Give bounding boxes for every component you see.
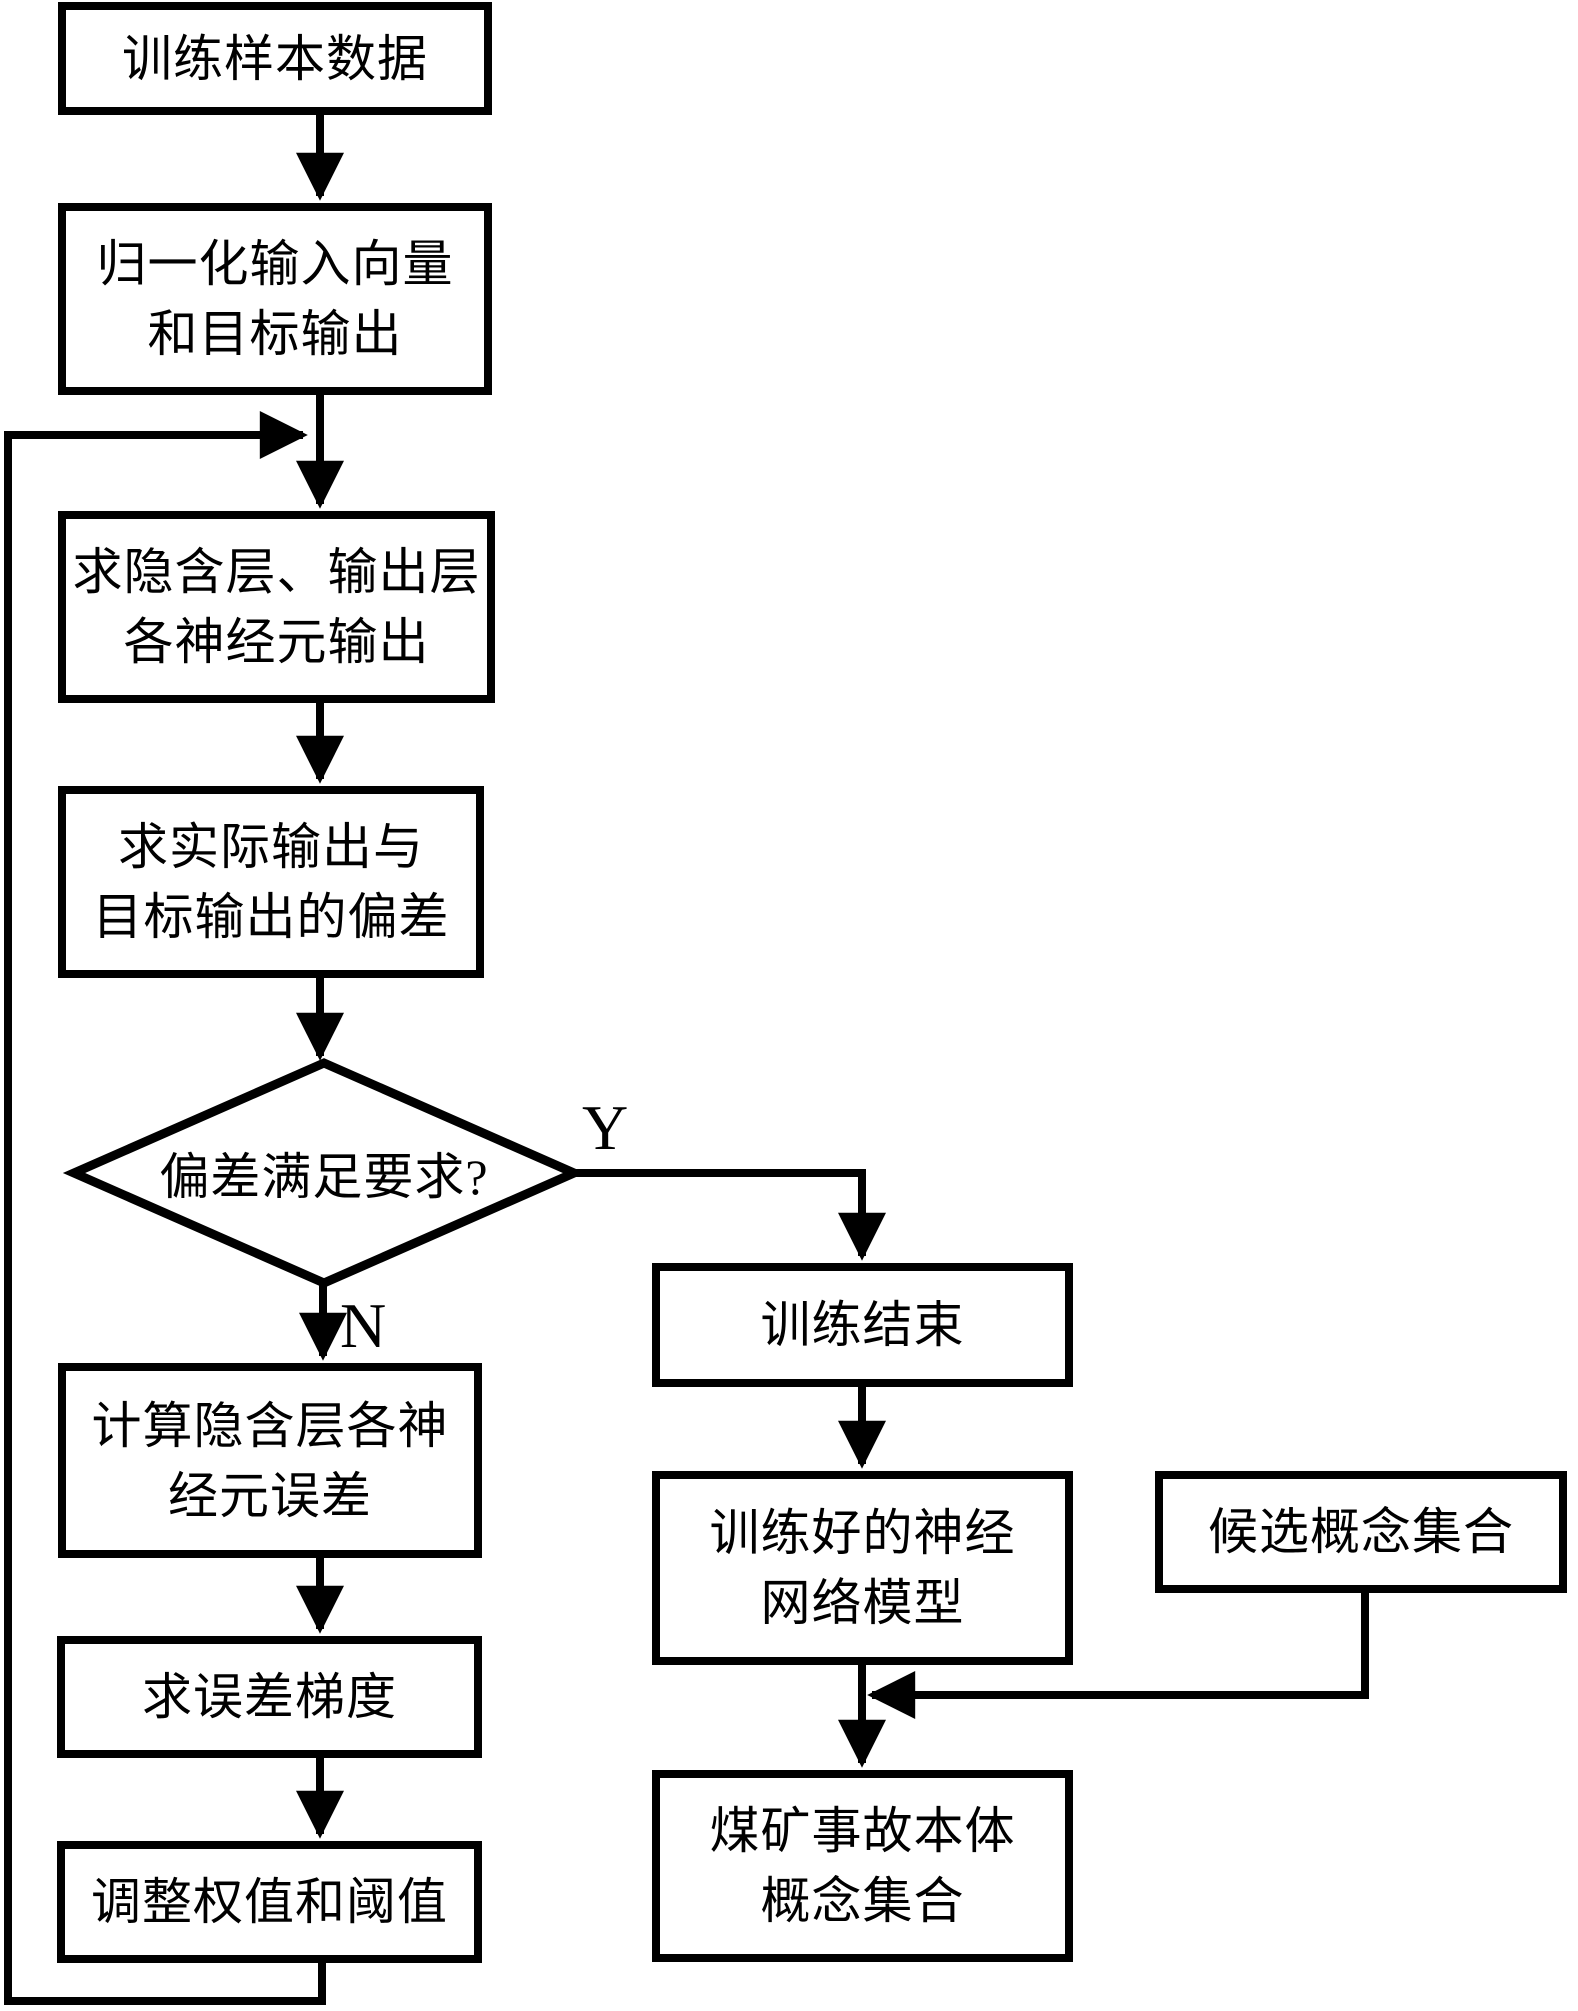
node-ontology-set: 煤矿事故本体 概念集合 [652,1770,1073,1962]
node-train-end-label: 训练结束 [760,1297,965,1353]
decision-diamond [62,1058,586,1288]
decision-label: 偏差满足要求? [159,1149,489,1205]
node-train-data-label: 训练样本数据 [122,30,428,87]
node-train-end: 训练结束 [652,1263,1073,1387]
node-adjust-weights: 调整权值和阈值 [57,1841,482,1963]
node-ontology-set-line2: 概念集合 [760,1873,965,1929]
node-hidden-error-line2: 经元误差 [168,1467,372,1524]
node-gradient-label: 求误差梯度 [142,1669,397,1725]
node-normalize: 归一化输入向量 和目标输出 [58,203,492,395]
node-gradient: 求误差梯度 [57,1636,482,1758]
feedback-loop-arrow [4,411,326,2005]
node-hidden-error: 计算隐含层各神 经元误差 [58,1363,482,1558]
node-adjust-weights-label: 调整权值和阈值 [91,1874,448,1930]
node-forward-output: 求隐含层、输出层 各神经元输出 [58,511,495,703]
node-hidden-error-line1: 计算隐含层各神 [91,1397,449,1454]
node-forward-line2: 各神经元输出 [123,614,430,670]
node-trained-model: 训练好的神经 网络模型 [652,1471,1073,1665]
node-deviation: 求实际输出与 目标输出的偏差 [58,786,484,978]
arrow-decision-yes-to-train-end [572,1169,886,1261]
node-deviation-line1: 求实际输出与 [118,819,424,875]
node-trained-model-line1: 训练好的神经 [709,1505,1016,1561]
branch-label-yes: Y [582,1092,629,1163]
node-deviation-line2: 目标输出的偏差 [92,889,450,945]
node-candidate-set: 候选概念集合 [1155,1471,1567,1593]
node-normalize-line2: 和目标输出 [147,306,403,362]
node-normalize-line1: 归一化输入向量 [96,236,454,292]
node-forward-line1: 求隐含层、输出层 [72,544,481,600]
node-trained-model-line2: 网络模型 [760,1575,965,1631]
node-candidate-set-label: 候选概念集合 [1208,1504,1514,1560]
branch-label-no: N [340,1290,387,1361]
node-ontology-set-line1: 煤矿事故本体 [709,1803,1016,1859]
node-train-data: 训练样本数据 [58,2,492,115]
arrow-candidate-to-junction [867,1591,1369,1719]
